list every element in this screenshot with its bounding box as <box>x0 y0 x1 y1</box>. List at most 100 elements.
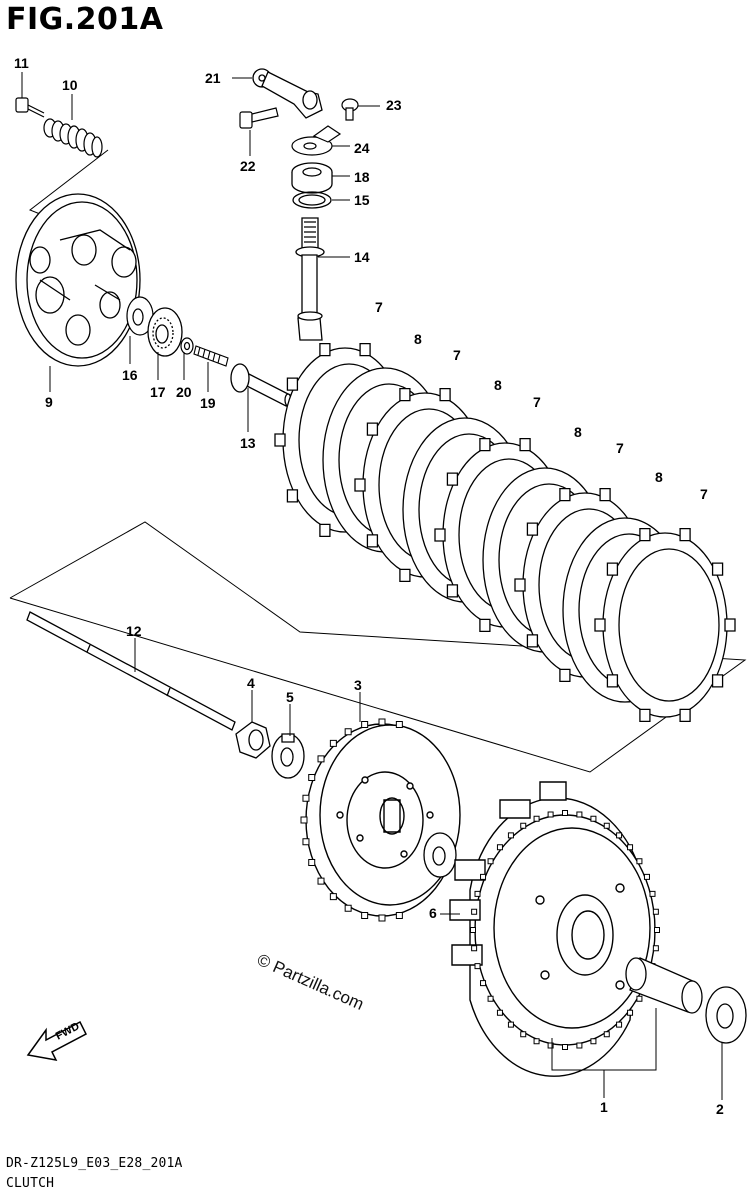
housing-tooth <box>521 823 526 828</box>
housing-tooth <box>497 1010 502 1015</box>
housing-tooth <box>481 981 486 986</box>
part-label-16: 16 <box>122 367 138 383</box>
part-label-22: 22 <box>240 158 256 174</box>
housing-gear-teeth <box>471 811 660 1050</box>
housing-tooth <box>628 845 633 850</box>
plate-tab <box>600 489 610 501</box>
part-label-11: 11 <box>14 55 29 71</box>
washer-24 <box>292 126 340 155</box>
housing-tooth <box>472 909 477 914</box>
plate-tab <box>400 569 410 581</box>
plate-tab <box>527 523 537 535</box>
plate-inner-ring <box>619 549 719 701</box>
hub-tooth <box>396 721 402 727</box>
release-pin-13 <box>231 364 291 406</box>
diagram-caption: CLUTCH <box>6 1176 55 1191</box>
plate-tab <box>435 529 445 541</box>
push-rod-12 <box>27 612 235 730</box>
washer-2 <box>706 987 746 1043</box>
housing-tooth <box>604 823 609 828</box>
housing-tooth <box>508 833 513 838</box>
plate-tab <box>480 619 490 631</box>
part-label-14: 14 <box>354 249 370 265</box>
housing-tooth <box>604 1032 609 1037</box>
adjusting-screw-19 <box>194 346 228 366</box>
fwd-arrow-icon: FWD <box>28 1020 86 1060</box>
plate-tab <box>367 535 377 547</box>
housing-tooth <box>548 812 553 817</box>
housing-tooth <box>548 1043 553 1048</box>
plate-tab <box>275 434 285 446</box>
housing-tooth <box>475 964 480 969</box>
plate-tab <box>640 529 650 541</box>
part-label-24: 24 <box>354 140 370 156</box>
part-label-2: 2 <box>716 1101 724 1117</box>
plate-tab <box>287 490 297 502</box>
part-label-1: 1 <box>600 1099 608 1115</box>
housing-tooth <box>653 909 658 914</box>
part-label-20: 20 <box>176 384 192 400</box>
clutch-spring <box>44 119 102 157</box>
part-label-12: 12 <box>126 623 142 639</box>
housing-tooth <box>471 928 476 933</box>
figure-title: FIG.201A <box>6 2 164 37</box>
bolt-22 <box>240 108 278 128</box>
clutch-plate-stack <box>275 344 735 722</box>
bolt-11 <box>16 98 44 117</box>
housing-tooth <box>577 812 582 817</box>
o-ring-15 <box>293 192 331 208</box>
housing-tooth <box>617 833 622 838</box>
plate-tab <box>480 439 490 451</box>
clutch-housing <box>450 782 655 1076</box>
hub-tooth <box>362 721 368 727</box>
part-label-7c: 7 <box>533 394 541 410</box>
plate-tab <box>515 579 525 591</box>
hub-tooth <box>396 913 402 919</box>
plate-tab <box>713 675 723 687</box>
hub-tooth <box>301 817 307 823</box>
part-label-13: 13 <box>240 435 256 451</box>
nut-4 <box>236 722 270 758</box>
plate-tab <box>607 563 617 575</box>
hub-tooth <box>379 915 385 921</box>
hub-tooth <box>318 756 324 762</box>
housing-tooth <box>534 1039 539 1044</box>
part-label-19: 19 <box>200 395 216 411</box>
plate-tab <box>520 439 530 451</box>
housing-tooth <box>591 816 596 821</box>
plate-tab <box>640 709 650 721</box>
hub-tooth <box>330 740 336 746</box>
hub-tooth <box>318 878 324 884</box>
plate-tab <box>320 524 330 536</box>
plate-tab <box>680 529 690 541</box>
plate-tab <box>320 344 330 356</box>
hub-tooth <box>303 839 309 845</box>
housing-tooth <box>488 859 493 864</box>
hub-tooth <box>362 913 368 919</box>
oil-seal-18 <box>292 163 332 193</box>
hub-tooth <box>303 795 309 801</box>
housing-tooth <box>644 874 649 879</box>
plate-tab <box>680 709 690 721</box>
plate-tab <box>713 563 723 575</box>
part-label-9: 9 <box>45 394 53 410</box>
housing-tooth <box>650 891 655 896</box>
hub-tooth <box>309 774 315 780</box>
plate-tab <box>560 489 570 501</box>
plate-tab <box>560 669 570 681</box>
plate-tab <box>440 389 450 401</box>
plate-tab <box>595 619 605 631</box>
part-label-8a: 8 <box>414 331 422 347</box>
thrust-bearing-17 <box>148 308 182 356</box>
housing-tooth <box>508 1022 513 1027</box>
hub-teeth <box>301 719 402 921</box>
housing-tooth <box>577 1043 582 1048</box>
plate-tab <box>367 423 377 435</box>
part-label-7d: 7 <box>616 440 624 456</box>
part-label-8d: 8 <box>655 469 663 485</box>
plate-tab <box>725 619 735 631</box>
part-label-3: 3 <box>354 677 362 693</box>
part-label-7e: 7 <box>700 486 708 502</box>
part-label-21: 21 <box>205 70 221 86</box>
